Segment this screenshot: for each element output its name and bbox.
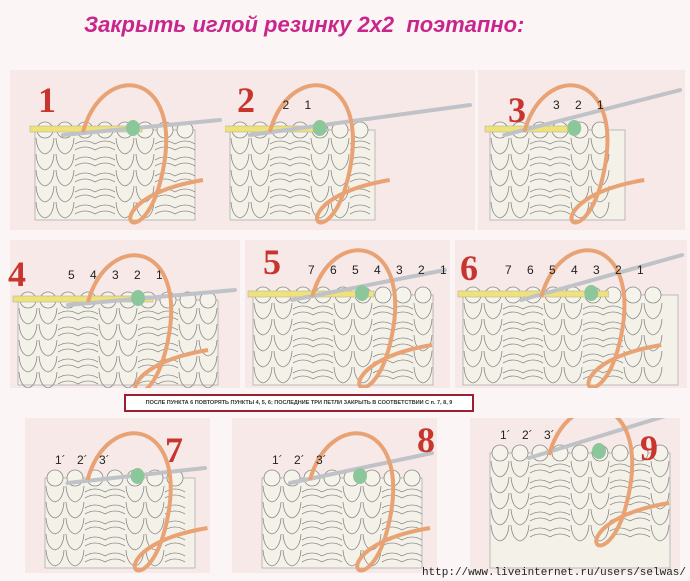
knitting-illustration (457, 248, 684, 388)
knitting-illustration (12, 253, 237, 388)
stitch-label: 3´ (99, 453, 110, 467)
stitch-label: 5 (68, 268, 75, 282)
stitch-label: 1 (440, 263, 447, 277)
step-panel-5: 5 7 6 5 4 3 2 1 (245, 240, 450, 388)
step-panel-4: 4 5 4 3 2 1 (8, 240, 240, 388)
stitch-label: 5 (549, 263, 556, 277)
step-number: 9 (640, 428, 658, 468)
stitch-label: 7 (505, 263, 512, 277)
stitch-label: 2 (418, 263, 425, 277)
stitch-label: 3´ (316, 453, 327, 467)
step-panel-3: 3 3 2 1 (478, 70, 685, 230)
watermark: http://www.liveinternet.ru/users/selwas/ (421, 567, 686, 579)
knitting-illustration (44, 431, 208, 573)
stitch-label: 6 (527, 263, 534, 277)
stitch-label: 6 (330, 263, 337, 277)
stitch-label: 1 (156, 268, 163, 282)
stitch-label: 7 (308, 263, 315, 277)
stitch-label: 1 (637, 263, 644, 277)
stitch-label: 3 (553, 98, 560, 112)
stitch-label: 2´ (77, 453, 88, 467)
stitch-label: 3 (593, 263, 600, 277)
stitch-label: 4 (571, 263, 578, 277)
step-panel-1: 1 (10, 70, 225, 230)
step-panel-8: 8 1´ 2´ 3´ (232, 418, 437, 573)
stitch-label: 2´ (294, 453, 305, 467)
step-number: 4 (8, 254, 26, 294)
stitch-label: 4 (90, 268, 97, 282)
step-number: 1 (38, 80, 56, 120)
step-number: 5 (263, 242, 281, 282)
stitch-label: 4 (374, 263, 381, 277)
knitting-illustration (247, 248, 447, 388)
stitch-label: 2´ (522, 428, 533, 442)
knitting-illustration (261, 431, 434, 573)
stitch-label: 5 (352, 263, 359, 277)
stitch-label: 1 (597, 98, 604, 112)
stitch-label: 1 (304, 98, 312, 112)
stitch-label: 2 (282, 98, 290, 112)
instruction-note: ПОСЛЕ ПУНКТА 6 ПОВТОРЯТЬ ПУНКТЫ 4, 5, 6;… (124, 394, 474, 412)
stitch-label: 1´ (55, 453, 66, 467)
step-number: 2 (237, 80, 255, 120)
stitch-label: 3 (112, 268, 119, 282)
step-number: 8 (417, 420, 435, 460)
step-panel-9: 9 1´ 2´ 3´ (470, 418, 680, 573)
knitting-illustration (29, 83, 222, 225)
stitch-label: 2 (134, 268, 141, 282)
page-title: Закрыть иглой резинку 2х2 поэтапно: (84, 12, 525, 37)
step-panel-6: 6 7 6 5 4 3 2 1 (455, 240, 687, 388)
knitting-illustration (489, 418, 671, 569)
stitch-label: 2 (615, 263, 622, 277)
step-panel-7: 7 1´ 2´ 3´ (25, 418, 210, 573)
knitting-illustration (225, 83, 472, 225)
knitting-illustration (484, 83, 682, 225)
step-number: 6 (460, 248, 478, 288)
stitch-label: 3 (396, 263, 403, 277)
stitch-label: 3´ (544, 428, 555, 442)
stitch-label: 1´ (500, 428, 511, 442)
step-number: 3 (508, 90, 526, 130)
step-number: 7 (165, 430, 183, 470)
stitch-label: 2 (575, 98, 582, 112)
stitch-label: 1´ (272, 453, 283, 467)
